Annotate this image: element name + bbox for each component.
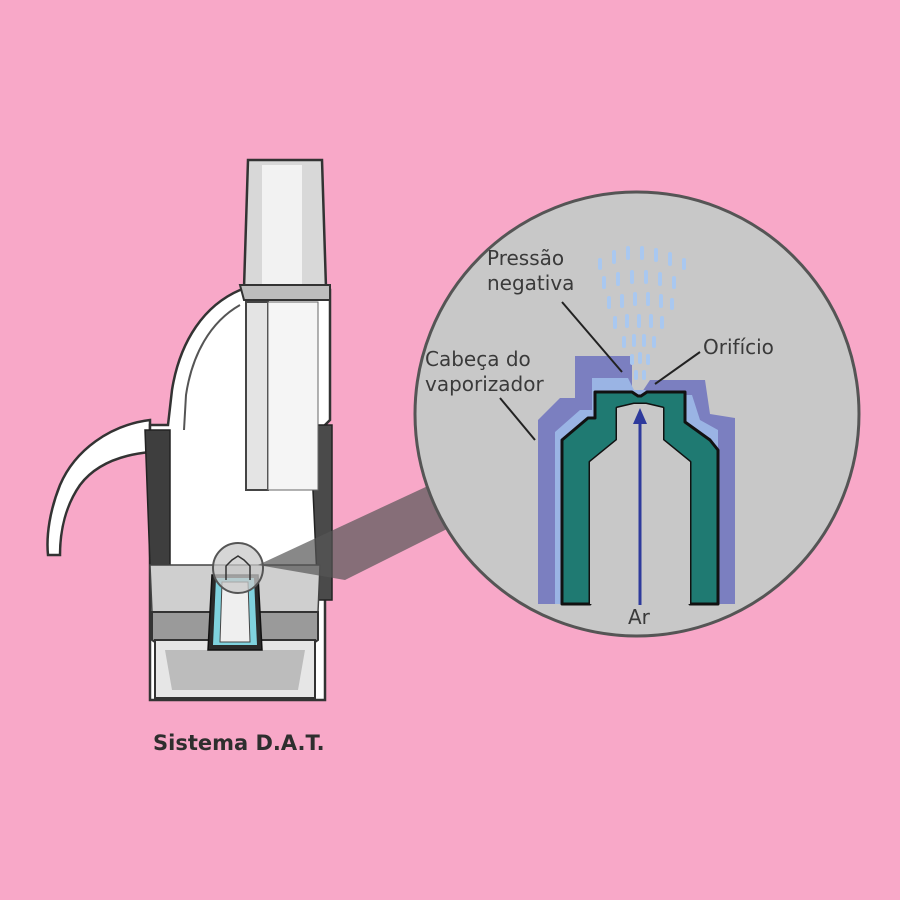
label-negative-pressure-1: Pressão [487,246,564,270]
mouthpiece-collar [238,284,331,301]
air-arrow-head [633,408,647,424]
side-spout [46,418,152,557]
reservoir-bottom-shade [165,650,305,690]
diagram-caption: Sistema D.A.T. [153,731,325,755]
magnifier-beam [258,478,465,580]
zoom-detail: Pressão negativa Cabeça do vaporizador O… [413,190,861,638]
nebulizer-device [46,158,333,702]
label-air: Ar [628,605,651,629]
label-head-2: vaporizador [425,372,544,396]
zoom-source-nozzle [225,555,251,580]
left-chamber-wall [144,429,171,566]
head-leader [499,397,536,441]
inner-baffle [245,301,269,491]
label-head-1: Cabeça do [425,347,531,371]
orifice-leader [654,351,701,385]
negative-pressure-leader [561,301,623,373]
shell-inner-curve [183,304,241,431]
zoom-source-circle [212,542,264,594]
inner-column [267,301,319,491]
label-negative-pressure-2: negativa [487,271,574,295]
label-orifice: Orifício [703,335,774,359]
mouthpiece-highlight [262,165,302,285]
spray-plume [598,246,686,380]
